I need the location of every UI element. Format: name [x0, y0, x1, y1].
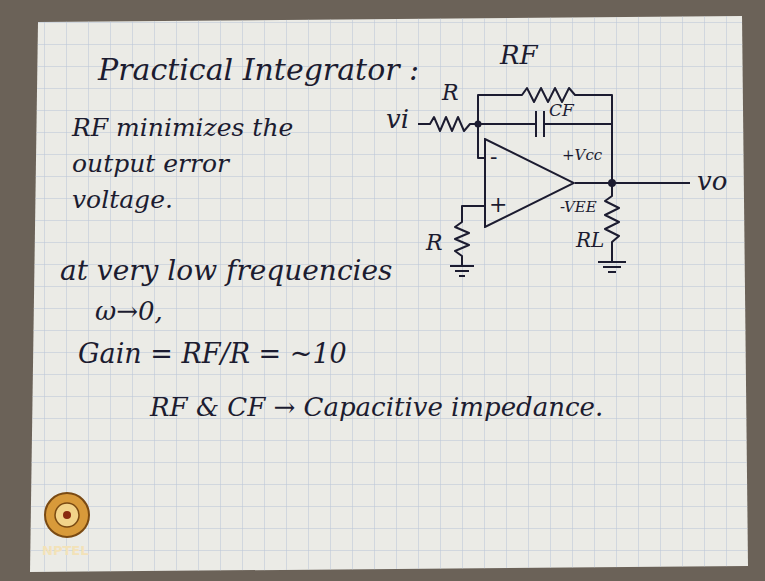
slide-title: Practical Integrator :: [98, 52, 419, 88]
resistor-label: R: [426, 230, 443, 256]
resistor-label: R: [442, 80, 459, 106]
note-text: RF & CF → Capacitive impedance.: [150, 392, 603, 423]
note-text: at very low frequencies: [60, 254, 392, 288]
supply-label: +Vcc: [562, 146, 602, 164]
signal-name: vi: [386, 104, 409, 135]
note-text: ω→0,: [95, 296, 163, 327]
resistor-label: RF: [500, 40, 538, 71]
note-text: Gain = RF/R = ~10: [78, 338, 347, 370]
pin-sign: +: [489, 194, 507, 216]
opamp-symbol: -+: [484, 138, 575, 228]
pin-sign: -: [490, 146, 497, 168]
supply-label: -VEE: [560, 198, 597, 216]
capacitor-label: CF: [549, 100, 574, 120]
note-text: RF minimizes the output error voltage.: [72, 110, 297, 218]
logo-text: NPTEL: [42, 543, 88, 559]
circuit-wires: [418, 88, 690, 276]
resistor-label: RL: [576, 228, 604, 252]
signal-name: vo: [697, 166, 727, 197]
nptel-logo: [45, 493, 89, 537]
